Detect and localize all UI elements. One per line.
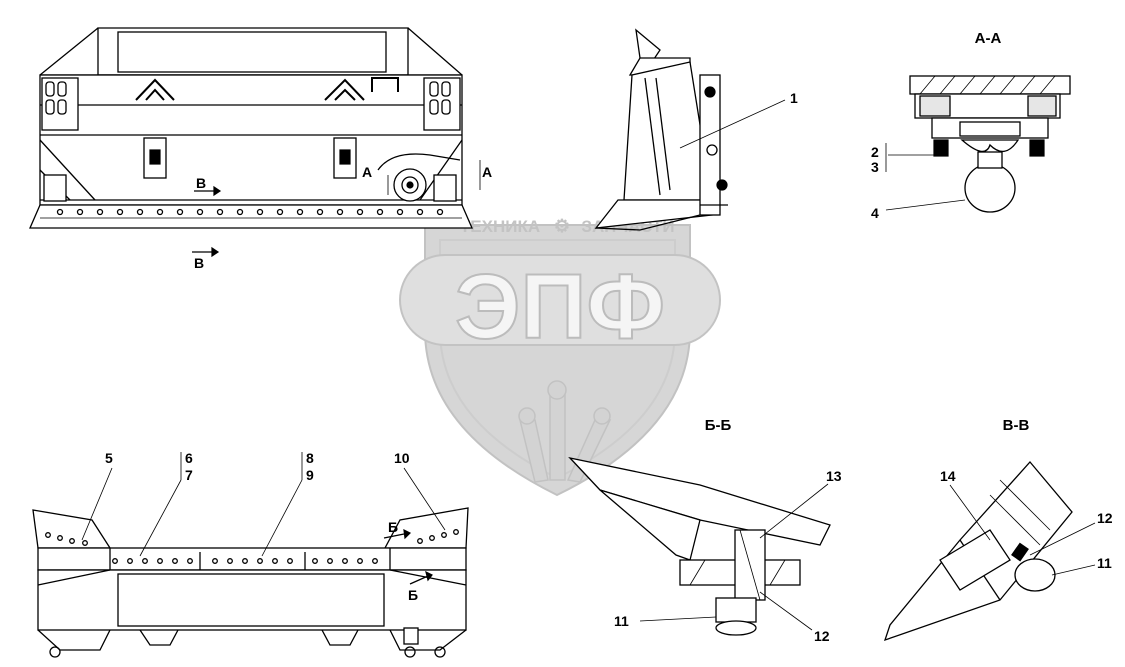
section-marker-b-upper: Б — [388, 519, 398, 535]
section-marker-v-upper: В — [196, 175, 206, 191]
section-marker-v-lower: В — [194, 255, 204, 271]
callout-11-vv: 11 — [1097, 555, 1112, 571]
callout-13: 13 — [826, 468, 842, 484]
callout-5: 5 — [105, 450, 113, 466]
callout-8: 8 — [306, 450, 314, 466]
section-vv: В-В — [883, 417, 1073, 642]
watermark-banner-left: ТЕХНИКА — [460, 217, 540, 236]
callouts: 1 2 3 4 5 6 7 8 9 10 11 12 13 14 12 11 — [81, 90, 1113, 644]
plan-bolt-row — [45, 529, 459, 564]
callout-6: 6 — [185, 450, 193, 466]
callout-4: 4 — [871, 205, 879, 221]
section-marker-b-lower: Б — [408, 587, 418, 603]
callout-2: 2 — [871, 144, 879, 160]
callout-1: 1 — [790, 90, 798, 106]
section-aa: А-А — [909, 30, 1071, 213]
section-vv-title: В-В — [1003, 417, 1030, 434]
bolt-row — [56, 208, 444, 216]
plan-view: Б Б — [32, 507, 469, 658]
callout-7: 7 — [185, 467, 193, 483]
section-bb-title: Б-Б — [705, 417, 732, 434]
callout-10: 10 — [394, 450, 410, 466]
side-view-part-1 — [594, 28, 728, 231]
callout-12-vv: 12 — [1097, 510, 1113, 526]
callout-3: 3 — [871, 159, 879, 175]
watermark-gear-icon: ⚙ — [554, 216, 570, 236]
watermark-logo-text: ЭПФ — [455, 256, 665, 358]
callout-12-bb: 12 — [814, 628, 830, 644]
callout-11-bb: 11 — [614, 613, 629, 629]
front-view: В В А А — [29, 27, 492, 271]
section-aa-title: А-А — [975, 30, 1002, 47]
section-marker-a-left: А — [362, 164, 372, 180]
callout-9: 9 — [306, 467, 314, 483]
watermark-logo: ЭПФ ТЕХНИКА ⚙ ЗАПЧАСТИ — [399, 216, 721, 497]
callout-14: 14 — [940, 468, 956, 484]
section-bb: Б-Б — [568, 417, 831, 636]
section-marker-a-right: А — [482, 164, 492, 180]
